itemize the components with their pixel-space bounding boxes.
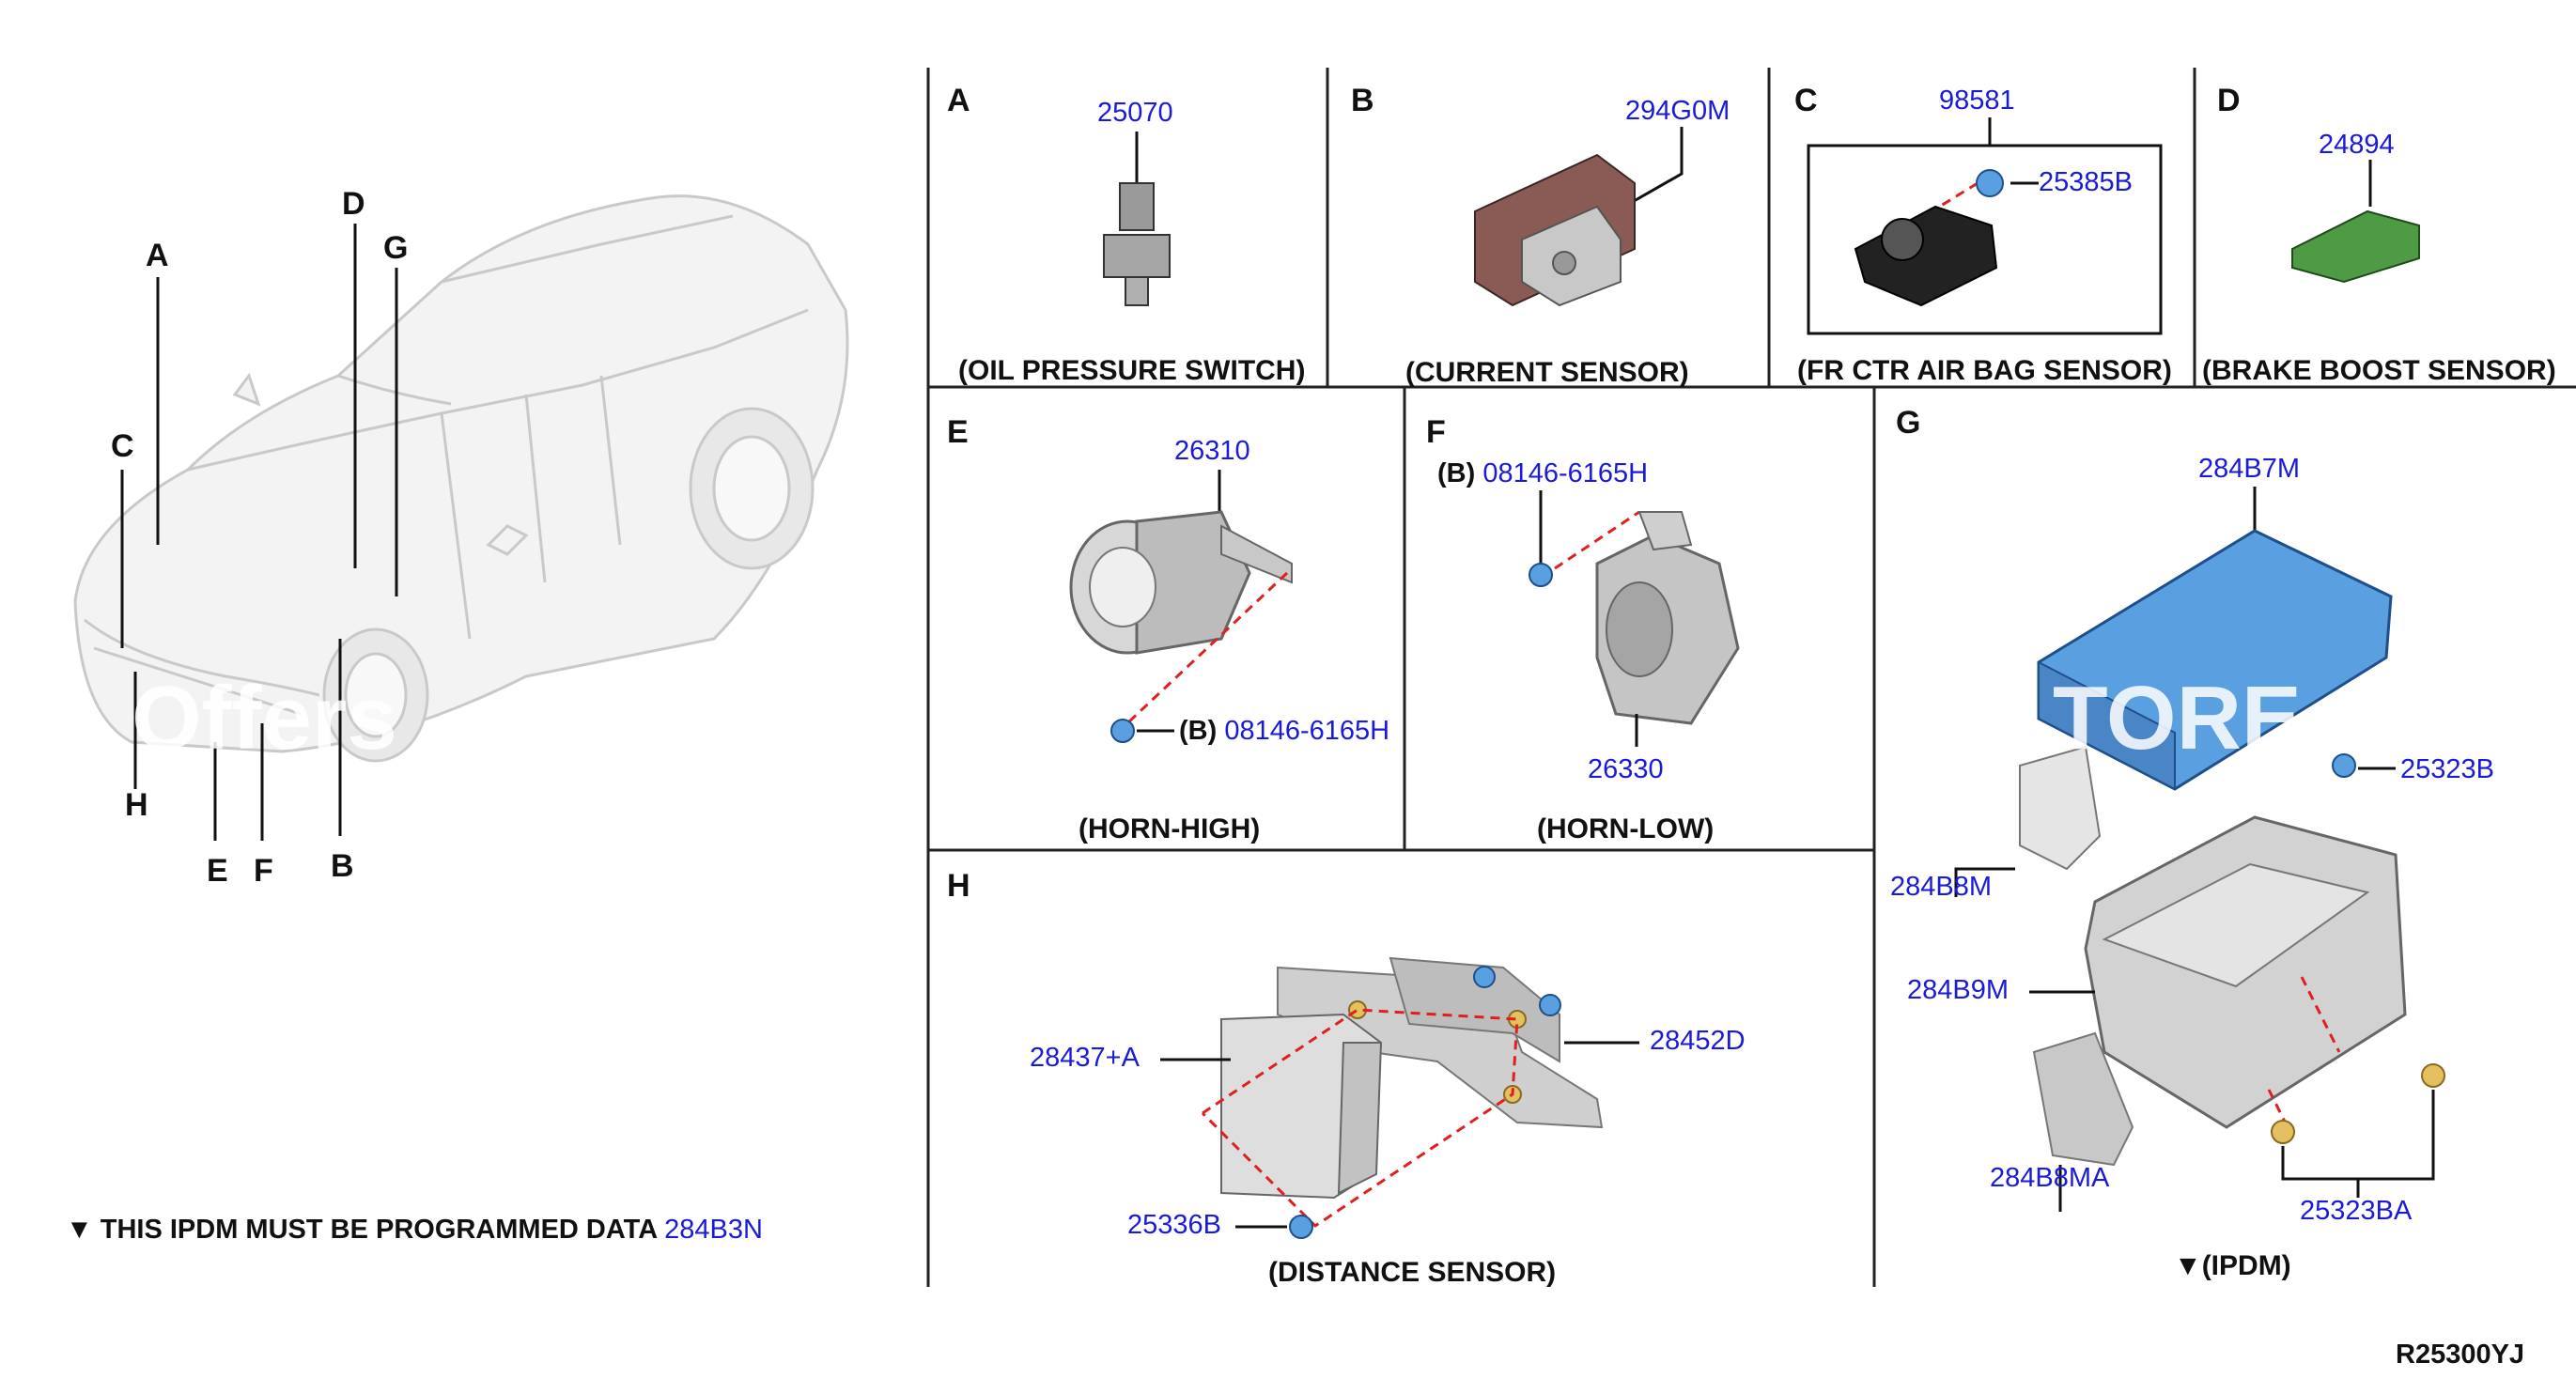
part-25385b: 25385B: [2039, 167, 2133, 197]
note-part-number: 284B3N: [664, 1215, 763, 1245]
car-letter-e: E: [207, 853, 228, 889]
part-08146-6165h-f: 08146-6165H: [1482, 458, 1649, 488]
note-text: ▼ THIS IPDM MUST BE PROGRAMMED DATA: [66, 1215, 658, 1245]
horn-low-drawing: [1529, 490, 1740, 747]
diagram-code: R25300YJ: [2396, 1340, 2525, 1370]
part-284b9m: 284B9M: [1907, 975, 2010, 1005]
panel-e-caption: (HORN-HIGH): [1079, 813, 1261, 844]
panel-b-letter: B: [1351, 83, 1374, 118]
car-letter-b: B: [331, 848, 354, 884]
car-callout-lines: [120, 224, 398, 841]
panel-h-letter: H: [947, 868, 970, 904]
part-25323b: 25323B: [2400, 754, 2494, 784]
horn-high-ref: (B): [1179, 716, 1218, 746]
panel-g-caption: ▼(IPDM): [2174, 1250, 2291, 1281]
car-letter-a: A: [146, 238, 169, 273]
panel-d-letter: D: [2217, 83, 2241, 118]
panel-d-caption: (BRAKE BOOST SENSOR): [2202, 355, 2556, 386]
part-24894: 24894: [2319, 130, 2395, 160]
car-letter-c: C: [111, 428, 134, 464]
air-bag-sensor-drawing: [1807, 117, 2163, 335]
part-284b8ma: 284B8MA: [1990, 1163, 2110, 1193]
part-08146-6165h-e: 08146-6165H: [1224, 716, 1390, 746]
part-28452d: 28452D: [1650, 1026, 1746, 1056]
part-28437-a: 28437+A: [1030, 1043, 1140, 1073]
brake-boost-sensor-drawing: [2291, 160, 2420, 284]
car-letter-f: F: [254, 853, 273, 889]
car-letter-d: D: [342, 186, 365, 222]
part-25336b: 25336B: [1127, 1210, 1221, 1240]
horn-high-drawing: [1069, 470, 1293, 743]
panel-e-letter: E: [947, 414, 969, 450]
panel-h-caption: (DISTANCE SENSOR): [1268, 1257, 1557, 1288]
part-294g0m: 294G0M: [1625, 96, 1730, 126]
panel-c-caption: (FR CTR AIR BAG SENSOR): [1797, 355, 2172, 386]
ipdm-programming-note: ▼ THIS IPDM MUST BE PROGRAMMED DATA 284B…: [66, 1216, 763, 1244]
panel-f-letter: F: [1426, 414, 1446, 450]
part-25323ba: 25323BA: [2300, 1196, 2413, 1226]
current-sensor-drawing: [1474, 127, 1684, 307]
horn-low-ref: (B): [1437, 458, 1476, 488]
watermark-right: TORE: [2053, 668, 2302, 768]
ipdm-drawing: [1954, 487, 2445, 1212]
car-illustration: [73, 194, 849, 763]
panel-a-letter: A: [947, 83, 970, 118]
part-25070: 25070: [1097, 98, 1173, 128]
watermark-left: Offers: [132, 668, 397, 768]
panel-f-caption: (HORN-LOW): [1537, 813, 1715, 844]
horn-low-fastener-label: (B) 08146-6165H: [1437, 460, 1648, 488]
part-284b8m: 284B8M: [1890, 872, 1993, 902]
panel-a-caption: (OIL PRESSURE SWITCH): [958, 355, 1306, 386]
panel-c-letter: C: [1794, 83, 1818, 118]
panel-g-letter: G: [1896, 405, 1921, 441]
car-letter-g: G: [383, 230, 409, 266]
oil-pressure-switch-drawing: [1103, 132, 1171, 306]
car-letter-h: H: [125, 787, 148, 823]
part-26310: 26310: [1174, 436, 1250, 466]
horn-high-fastener-label: (B) 08146-6165H: [1179, 718, 1389, 745]
distance-sensor-drawing: [1160, 956, 1639, 1239]
part-284b7m: 284B7M: [2198, 454, 2301, 484]
panel-b-caption: (CURRENT SENSOR): [1405, 357, 1689, 388]
part-98581: 98581: [1939, 85, 2015, 116]
panel-grid: [926, 68, 2576, 1287]
part-26330: 26330: [1588, 754, 1664, 784]
